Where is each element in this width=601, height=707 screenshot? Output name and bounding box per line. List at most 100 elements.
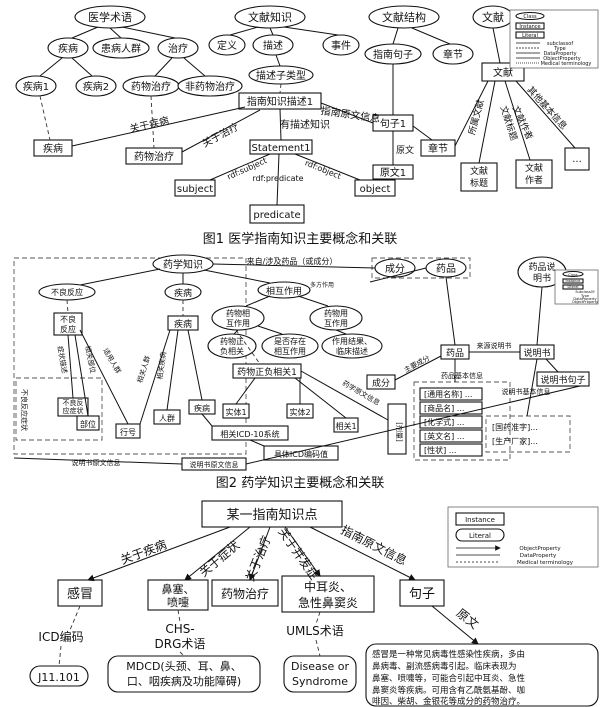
- legend-fig1-instance: Instance: [519, 24, 540, 30]
- edge-f1-14: [279, 83, 282, 94]
- node-ellipsis: [564, 147, 590, 171]
- label-affect-crowd: 相关人群: [135, 355, 152, 384]
- node-disease-box: [33, 139, 73, 157]
- label-rdf-predicate: rdf:predicate: [252, 174, 303, 183]
- label-pharma-knowledge: 药学知识: [163, 258, 203, 271]
- label-medical-term: 医学术语: [88, 10, 132, 24]
- edge-rdf-object: [294, 153, 361, 181]
- legend-fig3-instance: Instance: [465, 516, 495, 524]
- edge-has-crowd: [79, 329, 129, 425]
- edge-about-treatment: [181, 109, 261, 153]
- approval-item-label: [国药准字]...: [492, 422, 538, 432]
- label-behavior: 行号: [120, 427, 136, 437]
- edge-f1-6: [283, 26, 339, 36]
- label-disease-box: 疾病: [43, 142, 63, 155]
- node-non-drug-treatment: [177, 75, 243, 97]
- info-item-label: [化学式] ...: [424, 417, 464, 427]
- node-disease1: [15, 75, 57, 97]
- edge-f2-p: [294, 377, 347, 419]
- label-definition: 定义: [217, 39, 237, 52]
- legend-fig3-literal: Literal: [469, 532, 491, 540]
- label-adverse-reaction: 不良反应: [51, 287, 83, 297]
- edge-instr-a: [536, 286, 543, 346]
- label-entity2: 实体2: [289, 407, 310, 417]
- label-original1: 原文1: [380, 166, 406, 179]
- edge-from-drug: [212, 263, 376, 269]
- label-specific-icd: 具体ICD编码值: [274, 449, 328, 459]
- approval-list: [国药准字]... [生产厂家]...: [492, 422, 538, 446]
- label-from-drug: 来自/涉及药品（或成分）: [247, 256, 338, 266]
- node-mdcd: [107, 655, 261, 693]
- label-doc-author-b: 作者: [525, 174, 543, 186]
- legend-fig2-subclass: SubclassOf: [575, 290, 595, 294]
- original-text-line-2: 鼻病毒、副流感病毒引起。临床表现为: [372, 661, 517, 672]
- edge-has-desc: [279, 108, 282, 141]
- label-otitis-a: 中耳炎、: [304, 579, 352, 594]
- label-rdf-object: rdf:object: [304, 158, 343, 181]
- edge-instr-info: [526, 358, 538, 417]
- legend-fig1-class: Class: [523, 14, 537, 20]
- edge-f2-i: [257, 325, 283, 335]
- edge-f2-f: [245, 295, 271, 307]
- legend-fig3-mt: Medical terminology: [517, 560, 574, 566]
- edge-has-site: [74, 334, 89, 417]
- edge-f2-g: [297, 295, 329, 307]
- label-crowd: 人群: [159, 413, 175, 423]
- legend-fig2-instance: Instance: [566, 279, 581, 283]
- label-drug-interaction-b: 互作用: [226, 318, 250, 328]
- edge-f2-q: [300, 370, 389, 421]
- node-interaction: [257, 281, 311, 299]
- edge-icd2: [249, 439, 265, 447]
- node-treatment: [157, 37, 199, 59]
- edge-icd: [201, 413, 213, 427]
- label-non-drug-treatment: 非药物治疗: [185, 80, 235, 93]
- info-item: [419, 429, 483, 443]
- node-drug-positive: [207, 333, 257, 359]
- legend-fig2-dp: DataProperty: [573, 297, 596, 301]
- label-disease-syndrome-b: Syndrome: [292, 675, 348, 688]
- node-disease: [47, 37, 89, 59]
- edge-doc-title: [478, 80, 496, 164]
- edge-f1-3: [121, 26, 176, 39]
- label-mdcd-a: MDCD(头颈、耳、鼻、: [126, 659, 241, 673]
- label-interaction: 相互作用: [266, 285, 302, 297]
- label-component-box: 成分: [372, 377, 390, 389]
- approval-item-label: [生产厂家]...: [492, 436, 538, 446]
- node-event: [322, 34, 360, 56]
- label-disease-box: 疾病: [174, 318, 192, 330]
- node-cold: [57, 579, 103, 607]
- label-side-vertical: 不良反应症状: [20, 389, 29, 431]
- label-predicate: predicate: [253, 210, 300, 221]
- group-info-list: [413, 381, 511, 461]
- label-pharma-interaction1: 药物正负相关1: [237, 366, 297, 378]
- label-site: 部位: [80, 419, 96, 429]
- original-text-line-4: 鼻窦炎等疾病。可用含有乙酰氨基酚、咖: [372, 685, 525, 696]
- label-component: 成分: [385, 263, 405, 275]
- figure2: 药学知识 成分 药品 药品说 明书 不良反应 疾病 相互作用 多方作用 不良 反…: [13, 254, 599, 491]
- info-item-label: [英文名] ...: [424, 431, 464, 441]
- label-adverse-symptom-a: 不良反: [63, 398, 84, 407]
- label-icd-code: ICD编码: [38, 629, 83, 644]
- label-document-top: 文献: [482, 10, 504, 24]
- original-text-line-3: 鼻塞、喷嚏等，可能合引起中耳炎、急性: [372, 673, 526, 684]
- node-chapter: [432, 43, 474, 65]
- label-ellipsis: ...: [572, 154, 582, 165]
- label-doc-title-b: 标题: [470, 177, 488, 189]
- edge-sentence-chapter: [412, 125, 433, 141]
- label-mdcd-b: 口、咽疾病及功能障碍): [127, 674, 241, 688]
- edge-about-symptom: [184, 526, 251, 581]
- node-doc-structure: [368, 5, 440, 29]
- label-drug-treatment-box: 药物治疗: [134, 150, 174, 163]
- edge-about-disease: [71, 106, 246, 147]
- edge-icd-b: [58, 645, 62, 667]
- label-sentence: 句子: [409, 587, 435, 602]
- edge-f1-2: [109, 27, 122, 39]
- legend-fig1-mt: Medical terminology: [541, 61, 592, 67]
- edge-f1-13: [275, 54, 281, 67]
- label-adverse-box-a: 不良: [60, 314, 76, 324]
- edge-f1-18: [150, 95, 155, 149]
- legend-fig3-literal-shape: [455, 528, 505, 542]
- edge-f1-12: [183, 57, 206, 77]
- edge-rdf-subject: [209, 153, 271, 181]
- edge-has-symptom: [67, 334, 74, 399]
